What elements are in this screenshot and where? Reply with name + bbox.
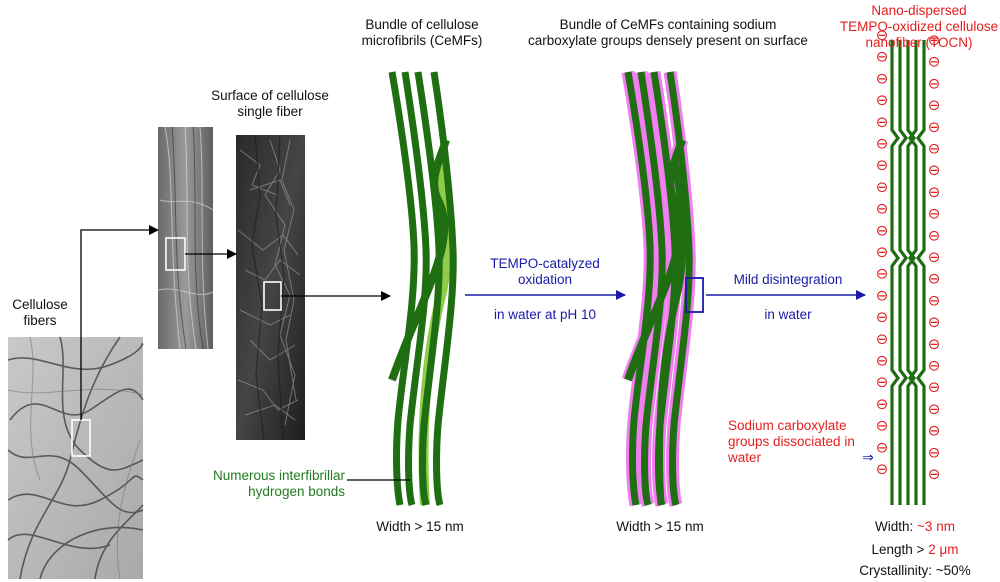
- tocn-width-value: ~3 nm: [917, 519, 955, 534]
- tocn-width-label: Width:: [875, 519, 918, 534]
- label-disintegration-condition: in water: [764, 307, 812, 322]
- charge-marker-r-18: ⊖: [928, 422, 941, 440]
- label-carboxylate-line2: carboxylate groups densely present on su…: [528, 33, 808, 48]
- charge-marker-r-15: ⊖: [928, 357, 941, 375]
- label-width-carboxylate: Width > 15 nm: [616, 519, 704, 534]
- label-hydrogen-bonds: Numerous interfibrillar hydrogen bonds: [195, 468, 345, 500]
- charge-marker-l-7: ⊖: [876, 178, 889, 196]
- label-cellulose-fibers: Cellulose fibers: [10, 297, 70, 329]
- charge-marker-l-10: ⊖: [876, 243, 889, 261]
- label-tocn-crystallinity: Crystallinity: ~50%: [859, 563, 971, 578]
- dissociation-arrow-icon: ⇒: [862, 449, 874, 465]
- charge-marker-l-11: ⊖: [876, 265, 889, 283]
- charge-marker-l-19: ⊖: [876, 438, 889, 456]
- label-bundle-line1: Bundle of cellulose: [365, 17, 479, 32]
- charge-marker-r-6: ⊖: [928, 161, 941, 179]
- charge-marker-r-9: ⊖: [928, 226, 941, 244]
- charge-marker-r-19: ⊖: [928, 443, 941, 461]
- charge-marker-l-14: ⊖: [876, 330, 889, 348]
- label-width-cemfs: Width > 15 nm: [376, 519, 464, 534]
- label-bundle-cemfs: Bundle of cellulose microfibrils (CeMFs): [352, 17, 492, 49]
- label-dissociated-line1: Sodium carboxylate: [728, 418, 847, 433]
- charge-marker-l-6: ⊖: [876, 156, 889, 174]
- charge-marker-r-17: ⊖: [928, 400, 941, 418]
- label-tocn: Nano-dispersed TEMPO-oxidized cellulose …: [838, 3, 1000, 51]
- carboxylate-bundle: [621, 70, 696, 507]
- charge-marker-l-2: ⊖: [876, 69, 889, 87]
- charge-marker-l-16: ⊖: [876, 373, 889, 391]
- tocn-length-label: Length >: [871, 542, 929, 557]
- label-tempo-condition: in water at pH 10: [493, 307, 597, 322]
- charge-marker-r-1: ⊖: [928, 53, 941, 71]
- charge-marker-l-20: ⊖: [876, 460, 889, 478]
- label-hbonds-line2: hydrogen bonds: [248, 484, 345, 499]
- label-hbonds-line1: Numerous interfibrillar: [212, 468, 345, 483]
- charge-marker-l-8: ⊖: [876, 200, 889, 218]
- cemf-bundle: [388, 71, 457, 507]
- label-surface-line1: Surface of cellulose: [211, 88, 329, 103]
- label-tocn-line3: nanofiber (TOCN): [865, 35, 973, 50]
- charge-marker-r-7: ⊖: [928, 183, 941, 201]
- label-carboxylate-line1: Bundle of CeMFs containing sodium: [559, 17, 777, 32]
- label-carboxylate-dissociated: Sodium carboxylate groups dissociated in…: [728, 418, 868, 466]
- label-cellulose-fibers-line1: Cellulose: [12, 297, 68, 312]
- label-dissociated-line2: groups dissociated in: [728, 434, 855, 449]
- tocn-nanofibers: [890, 40, 926, 505]
- charge-marker-r-4: ⊖: [928, 118, 941, 136]
- label-bundle-line2: microfibrils (CeMFs): [361, 33, 483, 48]
- fiber-surface-sem-image: [236, 134, 305, 441]
- disintegration-zoom-box: [685, 277, 704, 313]
- charge-marker-r-8: ⊖: [928, 205, 941, 223]
- charge-marker-r-3: ⊖: [928, 96, 941, 114]
- charge-marker-r-2: ⊖: [928, 74, 941, 92]
- charge-marker-l-17: ⊖: [876, 395, 889, 413]
- label-tocn-width: Width: ~3 nm: [840, 519, 990, 535]
- charge-marker-r-14: ⊖: [928, 335, 941, 353]
- label-tempo-step: TEMPO-catalyzed oxidation: [470, 256, 620, 288]
- cellulose-fibers-micrograph: [7, 336, 144, 580]
- tocn-charges-left: ⊖ ⊖ ⊖ ⊖ ⊖ ⊖ ⊖ ⊖ ⊖ ⊖ ⊖ ⊖ ⊖ ⊖ ⊖ ⊖ ⊖ ⊖ ⊖ ⊖ ⊖: [876, 26, 889, 478]
- label-tocn-line1: Nano-dispersed: [871, 3, 967, 18]
- label-bundle-carboxylate: Bundle of CeMFs containing sodium carbox…: [512, 17, 824, 49]
- charge-marker-l-3: ⊖: [876, 91, 889, 109]
- charge-marker-r-10: ⊖: [928, 248, 941, 266]
- charge-marker-l-0: ⊖: [876, 26, 889, 44]
- label-tocn-line2: TEMPO-oxidized cellulose: [839, 19, 999, 34]
- label-tempo-line1: TEMPO-catalyzed: [490, 256, 600, 271]
- charge-marker-r-0: ⊖: [928, 31, 941, 49]
- charge-marker-r-11: ⊖: [928, 270, 941, 288]
- charge-marker-l-18: ⊖: [876, 417, 889, 435]
- label-surface-line2: single fiber: [237, 104, 303, 119]
- charge-marker-r-5: ⊖: [928, 140, 941, 158]
- label-surface-single-fiber: Surface of cellulose single fiber: [200, 88, 340, 120]
- charge-marker-l-13: ⊖: [876, 308, 889, 326]
- charge-marker-r-13: ⊖: [928, 313, 941, 331]
- charge-marker-l-12: ⊖: [876, 286, 889, 304]
- label-dissociated-line3: water: [728, 450, 762, 465]
- label-tocn-length: Length > 2 μm: [840, 542, 990, 558]
- charge-marker-l-5: ⊖: [876, 135, 889, 153]
- charge-marker-r-12: ⊖: [928, 291, 941, 309]
- charge-marker-l-15: ⊖: [876, 352, 889, 370]
- charge-marker-r-20: ⊖: [928, 465, 941, 483]
- tocn-length-value: 2 μm: [928, 542, 959, 557]
- label-cellulose-fibers-line2: fibers: [23, 313, 57, 328]
- charge-marker-l-1: ⊖: [876, 48, 889, 66]
- zoom-arrows: [80, 225, 391, 420]
- charge-marker-r-16: ⊖: [928, 378, 941, 396]
- tocn-charges-right: ⊖ ⊖ ⊖ ⊖ ⊖ ⊖ ⊖ ⊖ ⊖ ⊖ ⊖ ⊖ ⊖ ⊖ ⊖ ⊖ ⊖ ⊖ ⊖ ⊖ ⊖: [928, 31, 941, 483]
- label-tempo-line2: oxidation: [517, 272, 573, 287]
- charge-marker-l-9: ⊖: [876, 221, 889, 239]
- charge-marker-l-4: ⊖: [876, 113, 889, 131]
- label-disintegration-step: Mild disintegration: [733, 272, 843, 287]
